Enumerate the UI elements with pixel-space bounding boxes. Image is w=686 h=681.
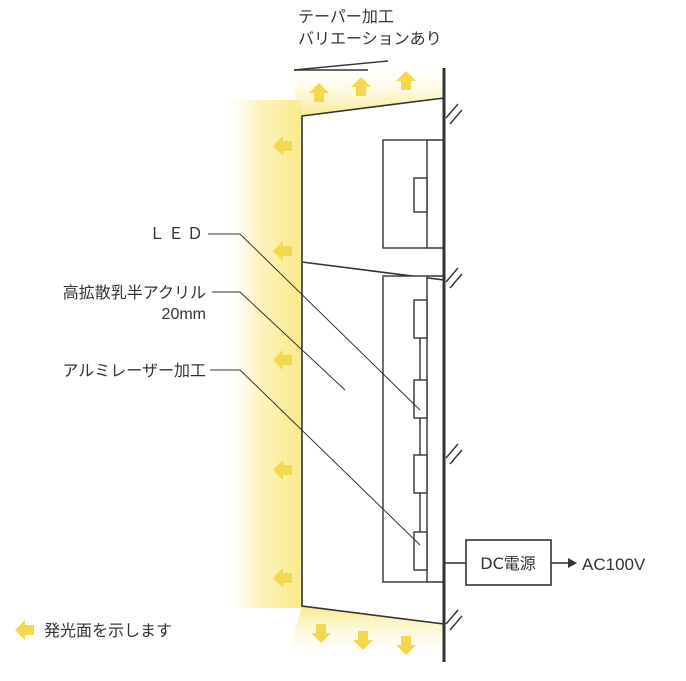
aluminum-label: アルミレーザー加工 — [62, 361, 206, 380]
led-module — [413, 299, 428, 339]
power-wiring — [444, 539, 577, 586]
lower-led-housing — [382, 275, 444, 583]
left-glow-region — [222, 100, 302, 608]
dc-power-label: DC電源 — [480, 554, 536, 573]
led-label: ＬＥＤ — [149, 224, 206, 243]
leader-lines — [208, 233, 421, 546]
upper-led-housing — [382, 139, 444, 249]
legend-arrow-icon — [15, 620, 34, 640]
led-module — [413, 379, 428, 419]
taper-variation-lines — [293, 60, 389, 71]
dc-power-box — [465, 539, 552, 586]
taper-label-line1: テーパー加工 — [298, 7, 394, 26]
acrylic-label-line2: 20mm — [162, 306, 206, 323]
taper-label-line2: バリエーションあり — [298, 29, 442, 48]
arrow-right-icon — [568, 558, 577, 568]
legend-label: 発光面を示します — [44, 621, 172, 640]
led-module — [413, 454, 428, 494]
acrylic-label-line1: 高拡散乳半アクリル — [63, 283, 206, 302]
led-module — [413, 531, 428, 571]
ac-input-label: AC100V — [582, 555, 646, 574]
wall-break-marks — [445, 103, 463, 631]
